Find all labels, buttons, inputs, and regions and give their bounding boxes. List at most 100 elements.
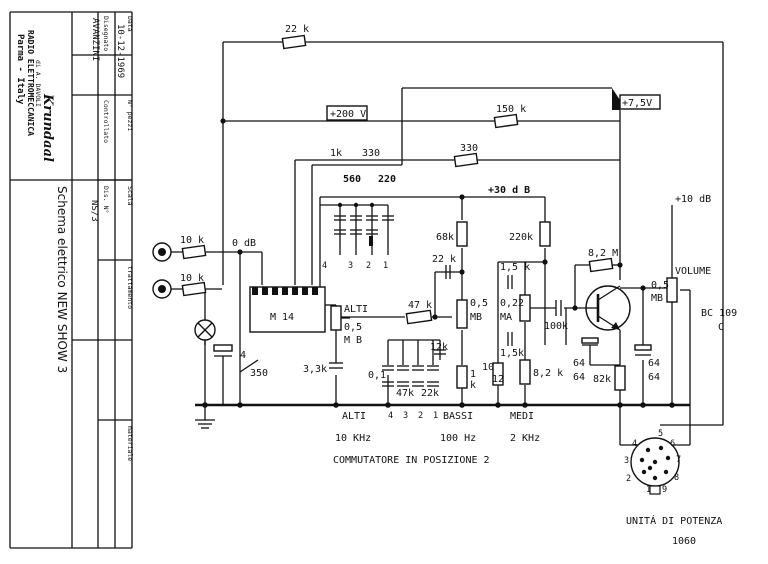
label-volume-value: 0,5 (651, 280, 669, 291)
label-12k: 12k (430, 342, 448, 353)
label-0-1: 0,1 (368, 370, 386, 381)
transistor-bc109c (585, 285, 631, 340)
pieces-label: N° pezzi (126, 100, 134, 131)
label-pin-1: 1 (646, 485, 651, 495)
resistor-150k (493, 113, 519, 129)
label-medi-bottom: MEDI (510, 411, 534, 422)
component-labels: 22 k +200 V 150 k +7,5V 1k 330 330 560 2… (180, 24, 737, 547)
label-volume-mb: MB (651, 293, 663, 304)
company-sub: di A. DAVOLI (34, 60, 42, 107)
capacitor-64-64b (634, 344, 652, 356)
label-freq-alti: 10 KHz (335, 433, 371, 444)
label-pin-7: 7 (676, 455, 681, 465)
volume-potentiometer (666, 277, 678, 303)
label-30db: +30 d B (488, 185, 530, 196)
resistor-82k (614, 365, 626, 391)
label-7-5v: +7,5V (622, 98, 652, 109)
label-1-5k-a: 1,5 k (500, 262, 530, 273)
label-10: 10 (482, 362, 494, 373)
label-560: 560 (343, 174, 361, 185)
label-alti-bottom: ALTI (342, 411, 366, 422)
capacitor-medi-a (507, 275, 513, 289)
capacitor-bank-bottom (382, 339, 446, 387)
label-68k: 68k (436, 232, 454, 243)
label-8-2k: 8,2 k (533, 368, 563, 379)
label-bassi-value: 0,5 (470, 298, 488, 309)
label-pin-4: 4 (632, 439, 637, 449)
drawn-by: AVANZINI (90, 18, 100, 61)
label-4-350-top: 4 (240, 350, 246, 361)
drawn-label: Disegnato (102, 16, 110, 51)
label-alti-pot: ALTI (344, 304, 368, 315)
title-block: Data 10-12-1969 Disegnato AVANZINI N° pe… (9, 11, 134, 549)
label-alti-value: 0,5 (344, 322, 362, 333)
scale-label: Scala (126, 186, 134, 206)
company-line2: Parma - Italy (15, 34, 25, 105)
resistor-47k (405, 309, 433, 325)
label-22k-cap-b: 22k (421, 388, 439, 399)
capacitor-3-3k (329, 362, 343, 369)
resistor-10k-in1 (181, 244, 207, 260)
resistor-330 (453, 152, 479, 168)
indicator-lamp (194, 319, 216, 341)
label-pin-2: 2 (626, 474, 631, 484)
drawing-no-label: Dis. N° (102, 186, 110, 213)
label-sw-bot-3: 3 (403, 411, 408, 421)
label-4-350-bottom: 350 (250, 368, 268, 379)
label-220k: 220k (509, 232, 533, 243)
label-sw-1: 1 (383, 261, 388, 271)
drawing-no: NS/3 (89, 200, 99, 222)
label-47k: 47 k (408, 300, 432, 311)
label-bassi-mb: MB (470, 312, 482, 323)
schematic-description: Schema elettrico NEW SHOW 3 (55, 186, 69, 373)
brand-logo: Krundaal (40, 93, 55, 162)
date-value: 10-12-1969 (115, 24, 125, 78)
label-64a-top: 64 (573, 358, 585, 369)
label-transistor-suffix: C (718, 322, 724, 333)
label-10db: +10 dB (675, 194, 711, 205)
input-jack-1 (152, 242, 172, 262)
label-1-5k-b: 1,5k (500, 348, 524, 359)
label-8-2M: 8,2 M (588, 248, 618, 259)
label-12: 12 (492, 374, 504, 385)
voltage-flag-7-5v (612, 88, 661, 110)
label-commutatore: COMMUTATORE IN POSIZIONE 2 (333, 455, 490, 466)
capacitor-4-350 (213, 344, 259, 405)
resistor-68k (456, 221, 468, 247)
label-22k-cap: 22 k (432, 254, 456, 265)
label-330a: 330 (362, 148, 380, 159)
label-medi-value: 0,22 (500, 298, 524, 309)
voltage-box-200v (326, 105, 368, 121)
label-pin-9: 9 (662, 485, 667, 495)
resistor-10k-in2 (181, 281, 207, 297)
label-unita-number: 1060 (672, 536, 696, 547)
resistor-1-5k-b (519, 359, 531, 385)
label-sw-bot-2: 2 (418, 411, 423, 421)
treatment-label: trattamento (126, 266, 134, 309)
label-220: 220 (378, 174, 396, 185)
date-label: Data (126, 16, 134, 32)
label-1k-b: 1 (470, 369, 476, 380)
label-sw-bot-1: 1 (433, 411, 438, 421)
label-volume: VOLUME (675, 266, 711, 277)
label-64b-bottom: 64 (648, 372, 660, 383)
capacitor-coupling (555, 300, 562, 316)
label-330b: 330 (460, 143, 478, 154)
label-pin-8: 8 (674, 473, 679, 483)
label-sw-3: 3 (348, 261, 353, 271)
label-150k: 150 k (496, 104, 526, 115)
capacitor-22k (445, 265, 451, 279)
capacitor-64-64a (581, 337, 599, 346)
label-64b-top: 64 (648, 358, 660, 369)
label-pin-3: 3 (624, 456, 629, 466)
label-alti-mb: M B (344, 335, 362, 346)
label-22k: 22 k (285, 24, 309, 35)
capacitor-medi-b (507, 332, 513, 346)
medi-potentiometer (519, 294, 531, 322)
alti-potentiometer (330, 305, 350, 331)
label-pin-6: 6 (670, 439, 675, 449)
label-freq-bassi: 100 Hz (440, 433, 476, 444)
junctions (202, 118, 675, 408)
label-3-3k: 3,3k (303, 364, 327, 375)
